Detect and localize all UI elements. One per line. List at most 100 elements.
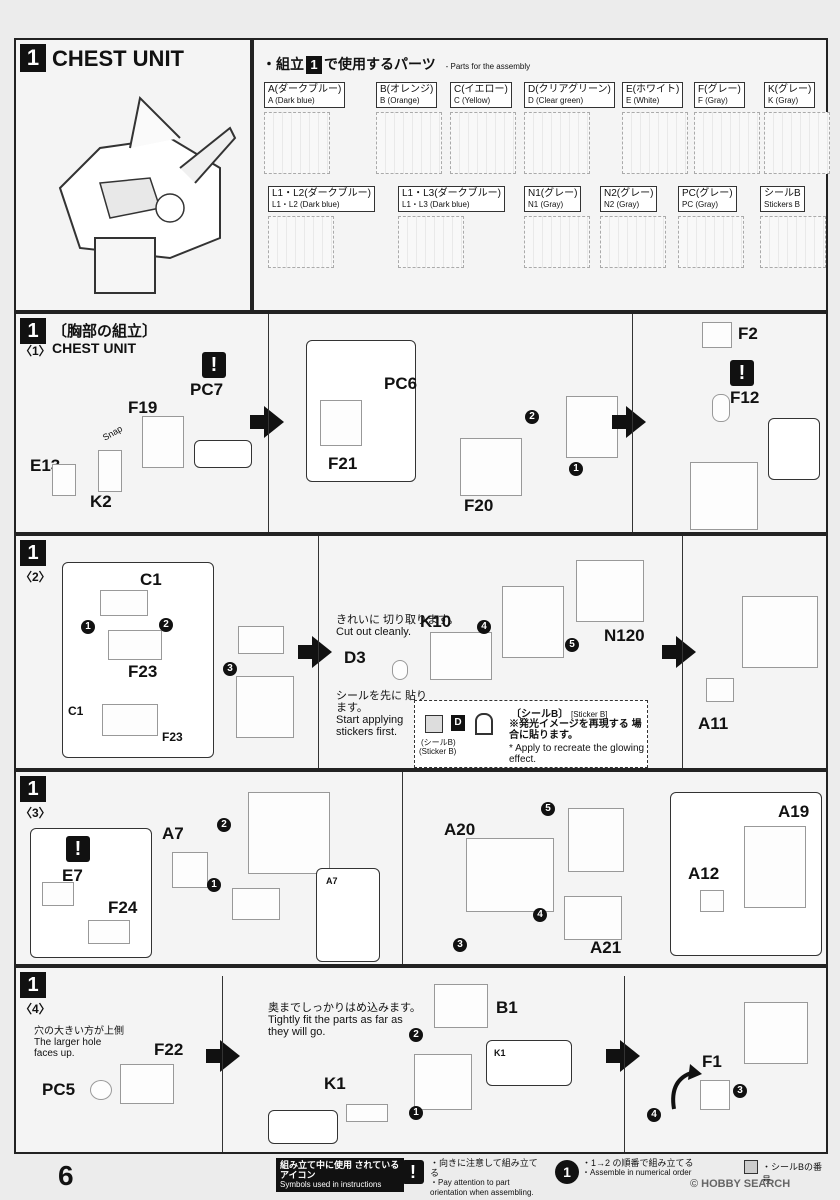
step1-title-jp: 〔胸部の組立〕 [52, 323, 158, 340]
part-a7 [172, 852, 208, 888]
label-f24: F24 [108, 898, 138, 917]
order-badge: 1 [207, 878, 221, 892]
label-c1: C1 [140, 570, 162, 589]
label-f23: F23 [128, 662, 158, 681]
runner-label-en: K (Gray) [768, 96, 799, 105]
runner-label-en: A (Dark blue) [268, 96, 315, 105]
runner-label: F(グレー)F (Gray) [694, 82, 745, 108]
step1-number: 1 [20, 318, 46, 344]
part-k1 [346, 1104, 388, 1122]
label-k10: K10 [420, 612, 452, 631]
legend-sticker: ・シールBの番号 [762, 1162, 823, 1185]
label-k2: K2 [90, 492, 112, 511]
sticker-swatch [425, 715, 443, 733]
flow-arrow [250, 406, 284, 438]
hole-note: 穴の大きい方が上側 The larger hole faces up. [34, 1026, 124, 1059]
sticker-legend-icon [744, 1160, 758, 1174]
part-a11 [706, 678, 734, 702]
sticker-b-box: 〔シールB〕 [Sticker B] ※発光イメージを再現する 場合に貼ります。… [414, 700, 648, 768]
order-badge: 4 [533, 908, 547, 922]
part-k10-frame [430, 632, 492, 680]
part-f22 [120, 1064, 174, 1104]
runner-sprue-image [694, 112, 760, 174]
part-f24-mount [232, 888, 280, 920]
order-badge: 2 [159, 618, 173, 632]
runner-label-jp: A(ダークブルー) [268, 84, 342, 95]
part-chest-side [566, 396, 618, 458]
runner-sprue-image [524, 112, 590, 174]
runner-label: B(オレンジ)B (Orange) [376, 82, 438, 108]
runner-sprue-image [760, 216, 826, 268]
runner-label-jp: F(グレー) [698, 84, 741, 95]
part-a21 [564, 896, 622, 940]
divider [268, 314, 269, 532]
label-e7: E7 [62, 866, 83, 885]
runner-label-jp: B(オレンジ) [380, 84, 434, 95]
part-f24 [88, 920, 130, 944]
tight-fit-note: 奥までしっかりはめ込みます。 Tightly fit the parts as … [268, 1002, 421, 1038]
runner-label-en: E (White) [626, 96, 660, 105]
runner-label-en: Stickers B [764, 200, 801, 209]
step3-panel: 1 〈3〉 ! E7 F24 A7 1 2 A7 A20 A21 5 4 3 A… [14, 770, 828, 966]
runner-label-en: D (Clear green) [528, 96, 584, 105]
label-a7: A7 [162, 824, 184, 843]
part-chest-shell [248, 792, 330, 874]
label-f2: F2 [738, 324, 758, 343]
part-final-chest [744, 1002, 808, 1064]
divider [632, 314, 633, 532]
part-chest-core [502, 586, 564, 658]
part-a12 [700, 890, 724, 912]
step1-subnum: 〈1〉 [20, 344, 51, 358]
page-number: 6 [58, 1160, 74, 1191]
runner-label: PC(グレー)PC (Gray) [678, 186, 737, 212]
order-badge: 3 [223, 662, 237, 676]
flow-arrow [206, 1040, 240, 1072]
step1-title-en: CHEST UNIT [52, 340, 136, 356]
runner-label-jp: シールB [764, 188, 801, 199]
part-chest-frame [142, 416, 184, 468]
part-k2 [98, 450, 122, 492]
label-f22: F22 [154, 1040, 184, 1059]
part-f1 [700, 1080, 730, 1110]
label-a20: A20 [444, 820, 476, 839]
part-e7 [42, 882, 74, 906]
runner-label-en: C (Yellow) [454, 96, 491, 105]
runner-label-jp: L1・L2(ダークブルー) [272, 188, 371, 199]
label-f1: F1 [702, 1052, 722, 1071]
runner-label-jp: N1(グレー) [528, 188, 578, 199]
order-badge: 1 [569, 462, 583, 476]
divider [318, 536, 319, 768]
step4-number: 1 [20, 972, 46, 998]
label-k1-b: K1 [494, 1048, 506, 1058]
attention-icon: ! [66, 836, 90, 862]
runner-label-jp: K(グレー) [768, 84, 812, 95]
step4-subnum: 〈4〉 [20, 1002, 51, 1016]
runner-label-jp: C(イエロー) [454, 84, 508, 95]
legend-order: ・1→2 の順番で組み立てる ・Assemble in numerical or… [582, 1158, 694, 1177]
runner-sprue-image [264, 112, 330, 174]
label-pc7: PC7 [190, 380, 224, 399]
order-badge: 3 [453, 938, 467, 952]
divider [624, 976, 625, 1152]
divider [402, 772, 403, 964]
order-badge: 1 [409, 1106, 423, 1120]
runner-label: A(ダークブルー)A (Dark blue) [264, 82, 346, 108]
runner-label: C(イエロー)C (Yellow) [450, 82, 512, 108]
part-a20-assembly [466, 838, 554, 912]
runner-label-jp: N2(グレー) [604, 188, 654, 199]
header-title: CHEST UNIT [52, 46, 184, 71]
runner-label-jp: L1・L3(ダークブルー) [402, 188, 501, 199]
part-chest-completed [690, 462, 758, 530]
runner-label: D(クリアグリーン)D (Clear green) [524, 82, 615, 108]
runner-label-en: B (Orange) [380, 96, 420, 105]
step1-panel: 1 〔胸部の組立〕 〈1〉 CHEST UNIT ! PC7 F19 E13 K… [14, 312, 828, 534]
flow-arrow [662, 636, 696, 668]
label-pc6: PC6 [384, 374, 418, 393]
sticker-target-icon [475, 713, 493, 735]
part-pc5 [90, 1080, 112, 1100]
attention-icon: ! [402, 1160, 424, 1184]
runner-label: E(ホワイト)E (White) [622, 82, 684, 108]
part-a19-side [568, 808, 624, 872]
